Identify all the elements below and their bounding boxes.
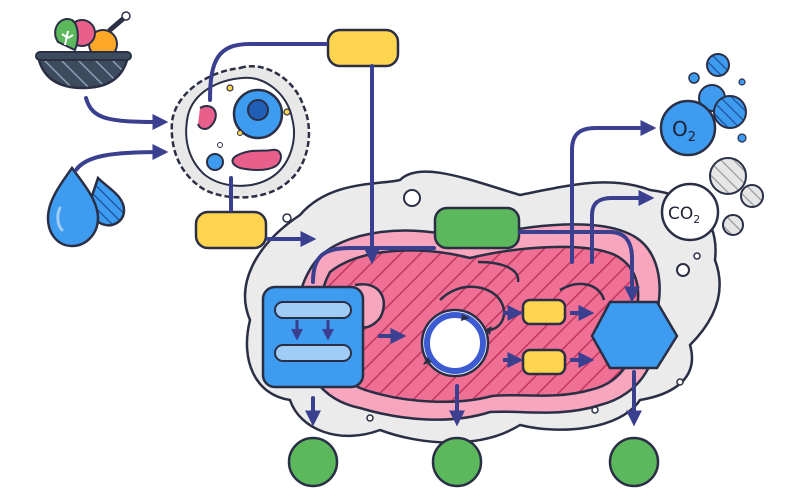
food-bowl-icon	[35, 11, 132, 90]
arrow-to-co2	[590, 190, 655, 264]
green-input-box	[433, 206, 521, 250]
green-output-circle-2	[431, 436, 483, 488]
yellow-box-top	[326, 28, 400, 68]
arrow-green-to-hexagon	[518, 230, 640, 303]
carbon-dioxide-formula: CO	[668, 204, 693, 224]
carbon-dioxide-molecule	[660, 182, 720, 242]
internal-arrows	[378, 305, 595, 368]
flow-arrows	[74, 42, 657, 427]
arrow-cell-to-yellow-top	[208, 42, 328, 102]
green-output-circle-1	[287, 436, 339, 488]
citric-acid-cycle	[420, 308, 492, 378]
green-output-circle-3	[608, 436, 660, 488]
blue-module	[261, 285, 365, 389]
carbon-dioxide-cluster: CO2	[660, 157, 764, 242]
animal-cell	[170, 65, 311, 199]
arrow-food-to-cell	[84, 96, 169, 130]
oxygen-subscript: 2	[688, 130, 696, 145]
blue-hexagon	[590, 300, 679, 370]
oxygen-cluster: O2	[659, 53, 747, 157]
oxygen-formula: O	[672, 117, 688, 141]
yellow-box-left	[194, 210, 268, 250]
svg-text:O2: O2	[672, 117, 696, 145]
carbon-dioxide-subscript: 2	[693, 213, 700, 226]
yellow-box-matrix-bottom	[521, 348, 567, 376]
arrow-water-to-cell	[74, 144, 169, 172]
oxygen-molecule	[659, 99, 717, 157]
svg-text:CO2: CO2	[668, 204, 700, 226]
arrow-to-oxygen	[570, 120, 657, 264]
yellow-box-matrix-top	[521, 298, 567, 326]
water-drops-icon	[46, 165, 126, 248]
